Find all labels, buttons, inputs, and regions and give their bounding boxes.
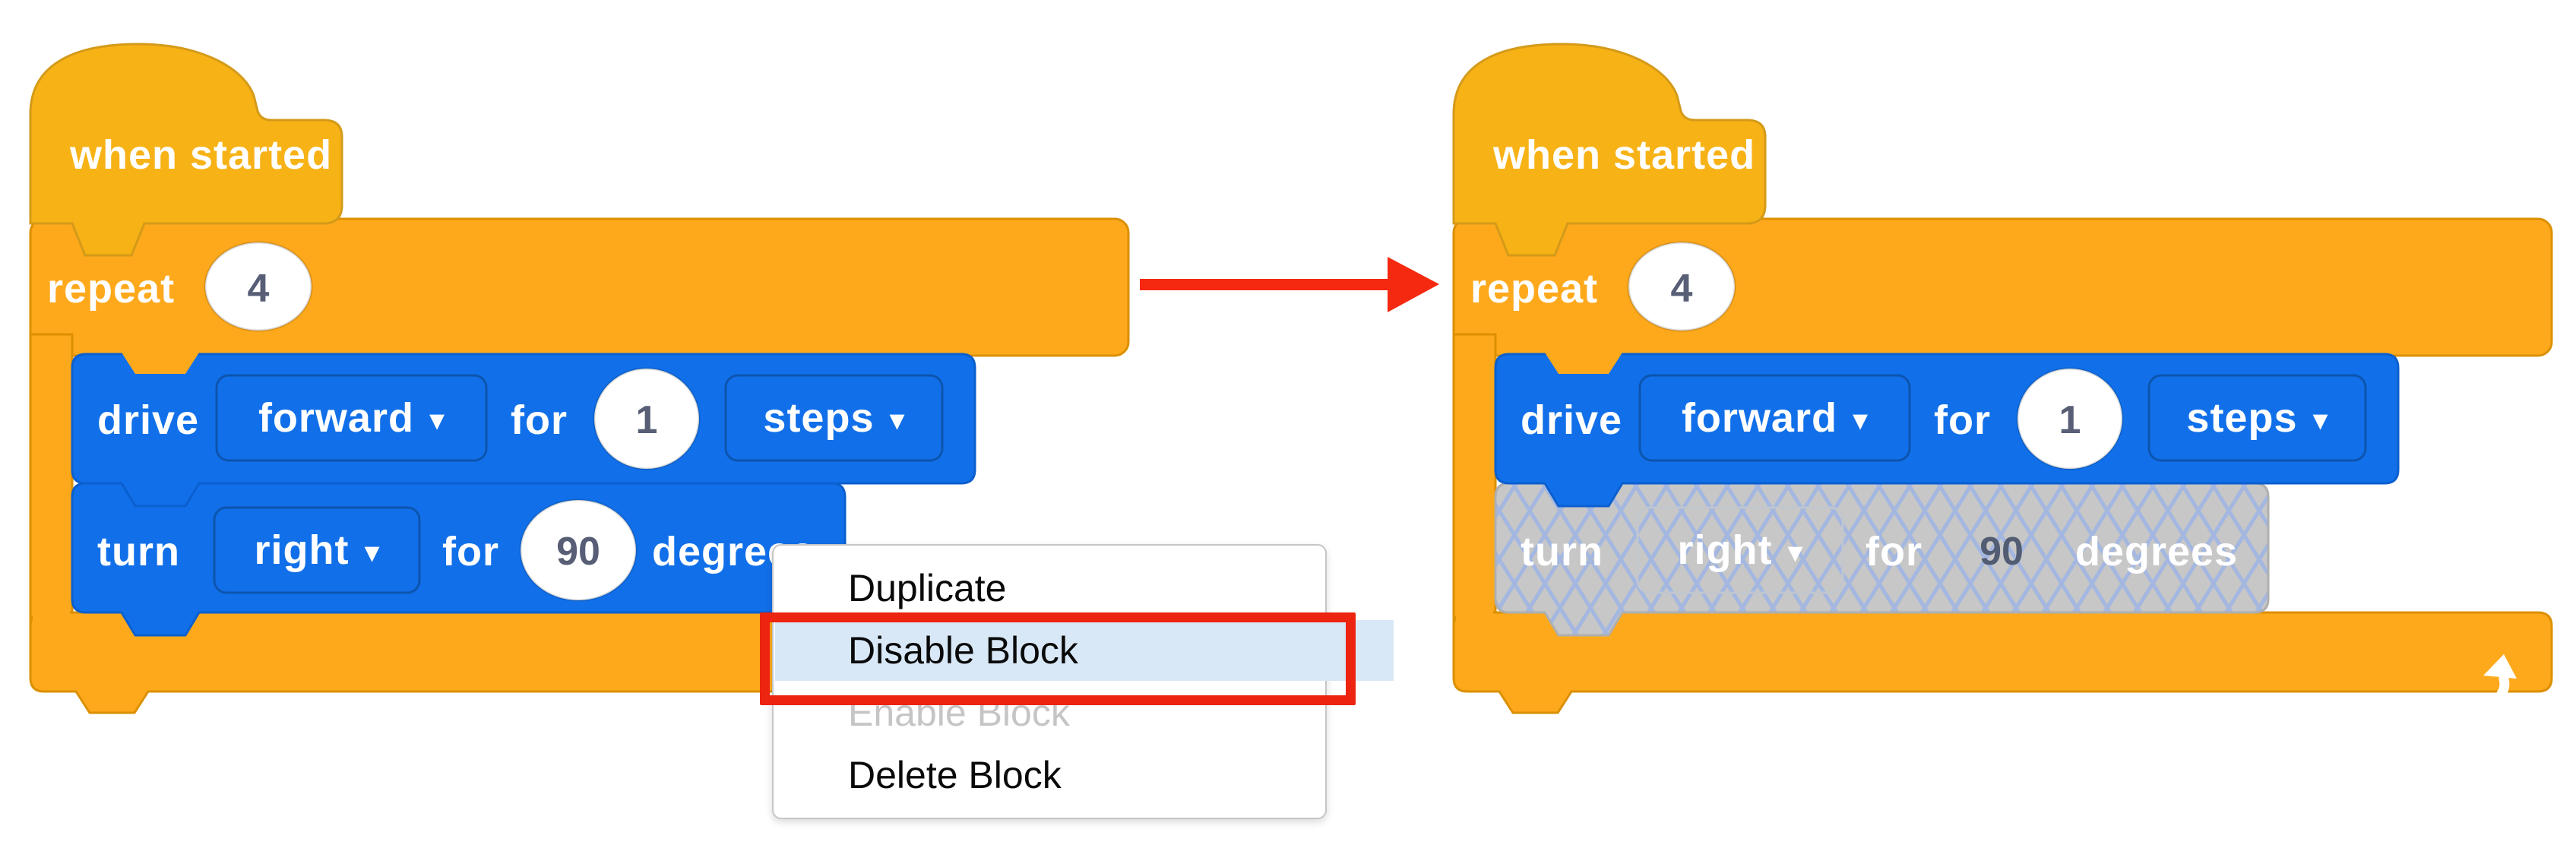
left-script: [29, 43, 1130, 714]
repeat-inner-tab: [122, 353, 199, 374]
when-started-block[interactable]: [29, 43, 343, 257]
turn-block-disabled[interactable]: [1494, 482, 2270, 637]
when-started-block[interactable]: [1452, 43, 1767, 257]
turn-block[interactable]: [71, 482, 847, 637]
repeat-count-input[interactable]: [204, 241, 313, 332]
drive-distance-input[interactable]: [593, 367, 701, 470]
repeat-block-top[interactable]: [1452, 217, 2553, 357]
repeat-loop-icon: [2462, 654, 2517, 711]
drive-direction-dropdown-outline: [215, 374, 488, 462]
repeat-count-input[interactable]: [1627, 241, 1736, 332]
drive-unit-dropdown-outline: [2147, 374, 2367, 462]
repeat-block-top[interactable]: [29, 217, 1130, 357]
repeat-block-bottom[interactable]: [1452, 611, 2553, 714]
context-menu: Duplicate Disable Block Enable Block Del…: [772, 544, 1394, 819]
drive-block[interactable]: [1494, 353, 2400, 508]
menu-item-delete-block[interactable]: Delete Block: [848, 754, 1062, 796]
turn-angle-input[interactable]: [519, 498, 638, 602]
right-script: [1452, 43, 2553, 714]
drive-distance-input[interactable]: [2016, 367, 2124, 470]
menu-item-duplicate[interactable]: Duplicate: [848, 567, 1007, 609]
menu-item-disable-block[interactable]: Disable Block: [775, 620, 1394, 681]
transition-arrow-icon: [1140, 257, 1439, 312]
annotation-highlight-box: [760, 612, 1356, 705]
turn-direction-dropdown-outline: [213, 506, 421, 594]
repeat-inner-tab: [1545, 353, 1622, 374]
drive-direction-dropdown-outline: [1638, 374, 1911, 462]
turn-direction-dropdown-outline-disabled: [1636, 506, 1844, 594]
drive-unit-dropdown-outline: [724, 374, 944, 462]
drive-block[interactable]: [71, 353, 976, 508]
